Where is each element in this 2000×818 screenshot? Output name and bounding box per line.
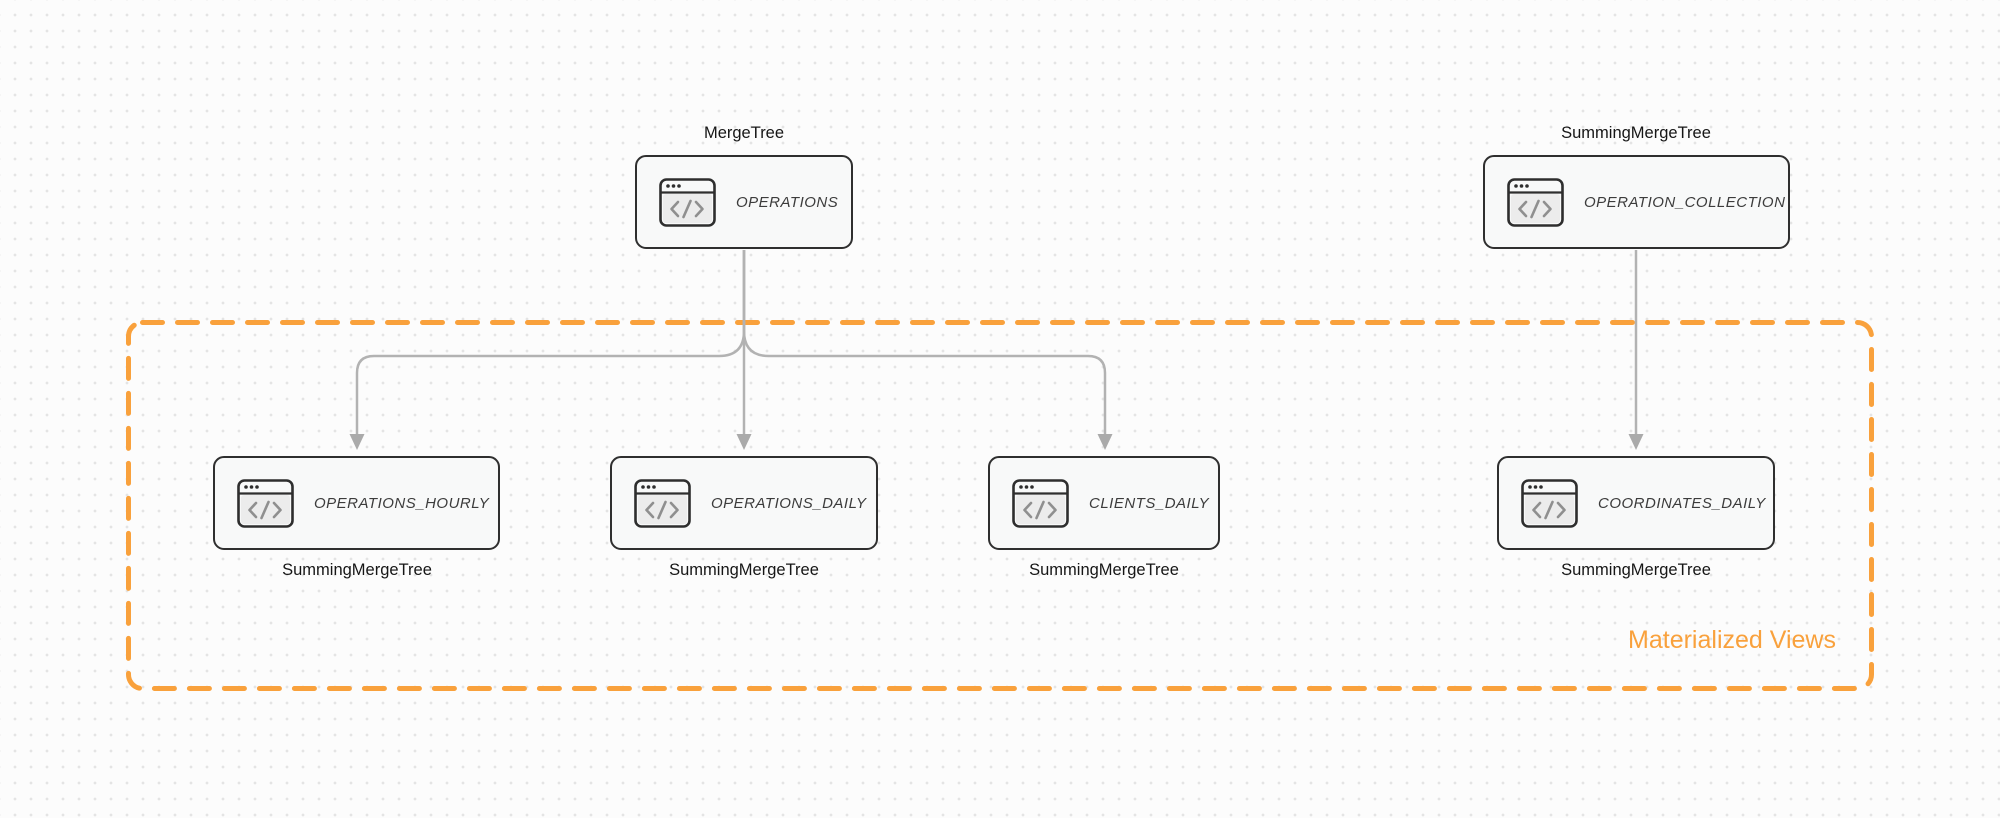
node-coordinates-daily[interactable]: COORDINATES_DAILY — [1497, 456, 1775, 550]
engine-label-coordinates-daily: SummingMergeTree — [1561, 561, 1711, 579]
code-window-icon — [237, 478, 294, 528]
engine-label-operations-hourly: SummingMergeTree — [282, 561, 432, 579]
arrowhead-icon — [1628, 434, 1644, 450]
code-window-icon — [1521, 478, 1578, 528]
node-title: COORDINATES_DAILY — [1598, 494, 1766, 512]
code-window-icon — [634, 478, 691, 528]
materialized-views-group-label: Materialized Views — [1628, 626, 1836, 654]
arrowhead-icon — [736, 434, 752, 450]
arrowhead-icon — [349, 434, 365, 450]
node-operations[interactable]: OPERATIONS — [635, 155, 853, 249]
arrowhead-icon — [1097, 434, 1113, 450]
code-window-icon — [659, 177, 716, 227]
node-clients-daily[interactable]: CLIENTS_DAILY — [988, 456, 1220, 550]
node-operations-hourly[interactable]: OPERATIONS_HOURLY — [213, 456, 500, 550]
node-operations-daily[interactable]: OPERATIONS_DAILY — [610, 456, 878, 550]
edge-operations-to-operations-hourly — [355, 250, 746, 436]
node-title: OPERATIONS_HOURLY — [314, 494, 490, 512]
materialized-views-group-boundary[interactable] — [126, 320, 1874, 691]
node-title: CLIENTS_DAILY — [1089, 494, 1210, 512]
engine-label-operations: MergeTree — [703, 124, 785, 142]
node-title: OPERATION_COLLECTION — [1584, 193, 1786, 211]
code-window-icon — [1507, 177, 1564, 227]
node-operation-collection[interactable]: OPERATION_COLLECTION — [1483, 155, 1790, 249]
edge-operations-to-clients-daily — [742, 250, 1107, 436]
code-window-icon — [1012, 478, 1069, 528]
engine-label-clients-daily: SummingMergeTree — [1029, 561, 1179, 579]
engine-label-operation-collection: SummingMergeTree — [1561, 124, 1711, 142]
engine-label-operations-daily: SummingMergeTree — [669, 561, 819, 579]
node-title: OPERATIONS_DAILY — [711, 494, 867, 512]
node-title: OPERATIONS — [736, 193, 839, 211]
